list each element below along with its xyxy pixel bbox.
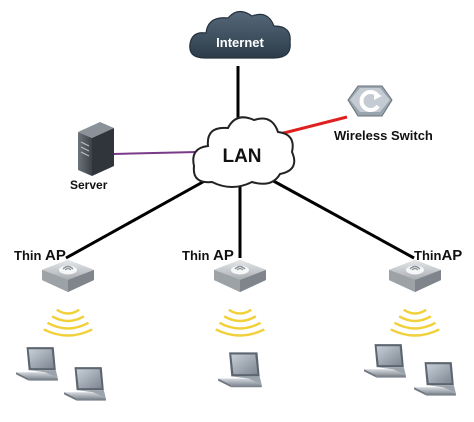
ap-label-prefix: Thin <box>414 248 442 263</box>
lan-label: LAN <box>222 146 261 167</box>
ap-label-center: Thin AP <box>182 247 234 264</box>
wireless-switch-label: Wireless Switch <box>334 128 433 143</box>
lan-cloud-icon: LAN <box>192 116 296 188</box>
ap-label-left: Thin AP <box>14 247 66 264</box>
laptop-icon <box>64 367 106 401</box>
access-point-icon <box>213 259 267 293</box>
server-icon <box>78 122 114 176</box>
server-label: Server <box>70 178 108 192</box>
wifi-signal-icon <box>42 308 94 337</box>
link-server-lan <box>112 151 198 155</box>
ap-label-prefix: Thin <box>182 248 214 263</box>
ap-label-suffix: AP <box>213 247 234 264</box>
link-lan-ap-right <box>267 176 415 260</box>
ap-label-suffix: AP <box>45 247 66 264</box>
laptop-icon <box>364 344 406 378</box>
internet-label: Internet <box>216 35 264 50</box>
laptop-icon <box>218 352 262 388</box>
access-point-icon <box>388 259 442 293</box>
ap-label-suffix: AP <box>441 247 463 264</box>
link-lan-ap-left <box>65 176 211 260</box>
ap-label-prefix: Thin <box>14 248 46 263</box>
ap-label-right: ThinAP <box>414 247 462 264</box>
access-point-icon <box>41 259 95 293</box>
internet-cloud-icon: Internet <box>189 10 291 59</box>
laptop-icon <box>414 362 456 396</box>
wifi-signal-icon <box>214 308 266 337</box>
wireless-switch-icon <box>347 85 393 117</box>
wifi-signal-icon <box>389 308 441 337</box>
laptop-icon <box>16 347 58 381</box>
